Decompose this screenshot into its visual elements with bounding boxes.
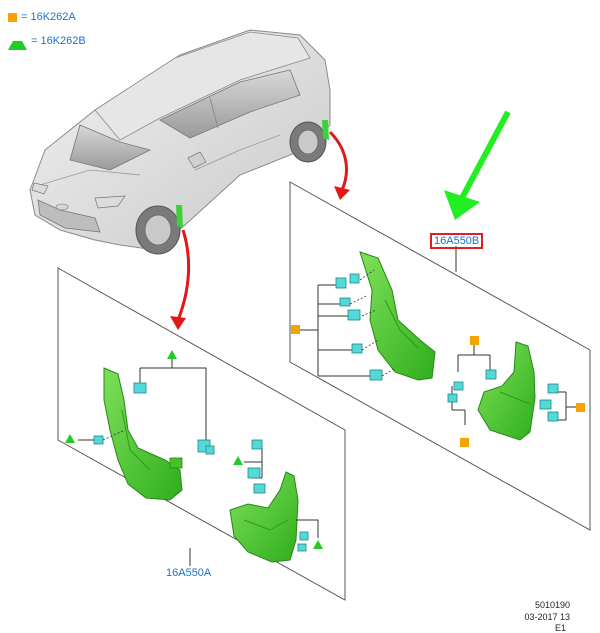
rear-left-mudflap xyxy=(359,251,436,381)
footer-reference-number: 5010190 xyxy=(534,600,570,610)
triangle-marker-icon xyxy=(313,540,323,549)
legend-item-square: = 16K262A xyxy=(8,11,76,23)
square-marker-icon xyxy=(8,12,17,22)
rear-right-mudflap xyxy=(477,341,536,441)
square-marker-icon xyxy=(460,438,469,447)
legend-label-triangle: = 16K262B xyxy=(31,35,86,47)
triangle-marker-icon xyxy=(167,350,177,359)
rear-set-panel xyxy=(289,181,591,531)
legend-label-square: = 16K262A xyxy=(21,11,76,23)
square-marker-icon xyxy=(470,336,479,345)
rear-right-fastener-group xyxy=(447,345,576,425)
legend-item-triangle: = 16K262B xyxy=(8,32,86,50)
front-right-mudflap xyxy=(229,471,299,563)
front-left-mudflap xyxy=(103,367,183,501)
front-left-fastener-group xyxy=(78,358,215,455)
footer-revision: E1 xyxy=(554,623,566,633)
triangle-marker-icon xyxy=(233,456,243,465)
part-callout-16a550b[interactable]: 16A550B xyxy=(430,233,484,249)
triangle-marker-icon xyxy=(65,434,75,443)
green-arrow xyxy=(444,110,511,220)
square-marker-icon xyxy=(576,403,585,412)
red-arrow-front xyxy=(170,229,191,330)
red-arrow-rear xyxy=(328,130,350,200)
part-callout-16a550a[interactable]: 16A550A xyxy=(166,567,212,579)
car-illustration xyxy=(29,29,331,255)
footer-date-code: 03-2017 13 xyxy=(524,612,570,622)
triangle-marker-icon xyxy=(8,32,27,50)
square-marker-icon xyxy=(291,325,300,334)
front-right-fastener-group xyxy=(244,439,319,552)
rear-left-fastener-group xyxy=(300,269,397,381)
front-set-panel xyxy=(57,267,346,601)
